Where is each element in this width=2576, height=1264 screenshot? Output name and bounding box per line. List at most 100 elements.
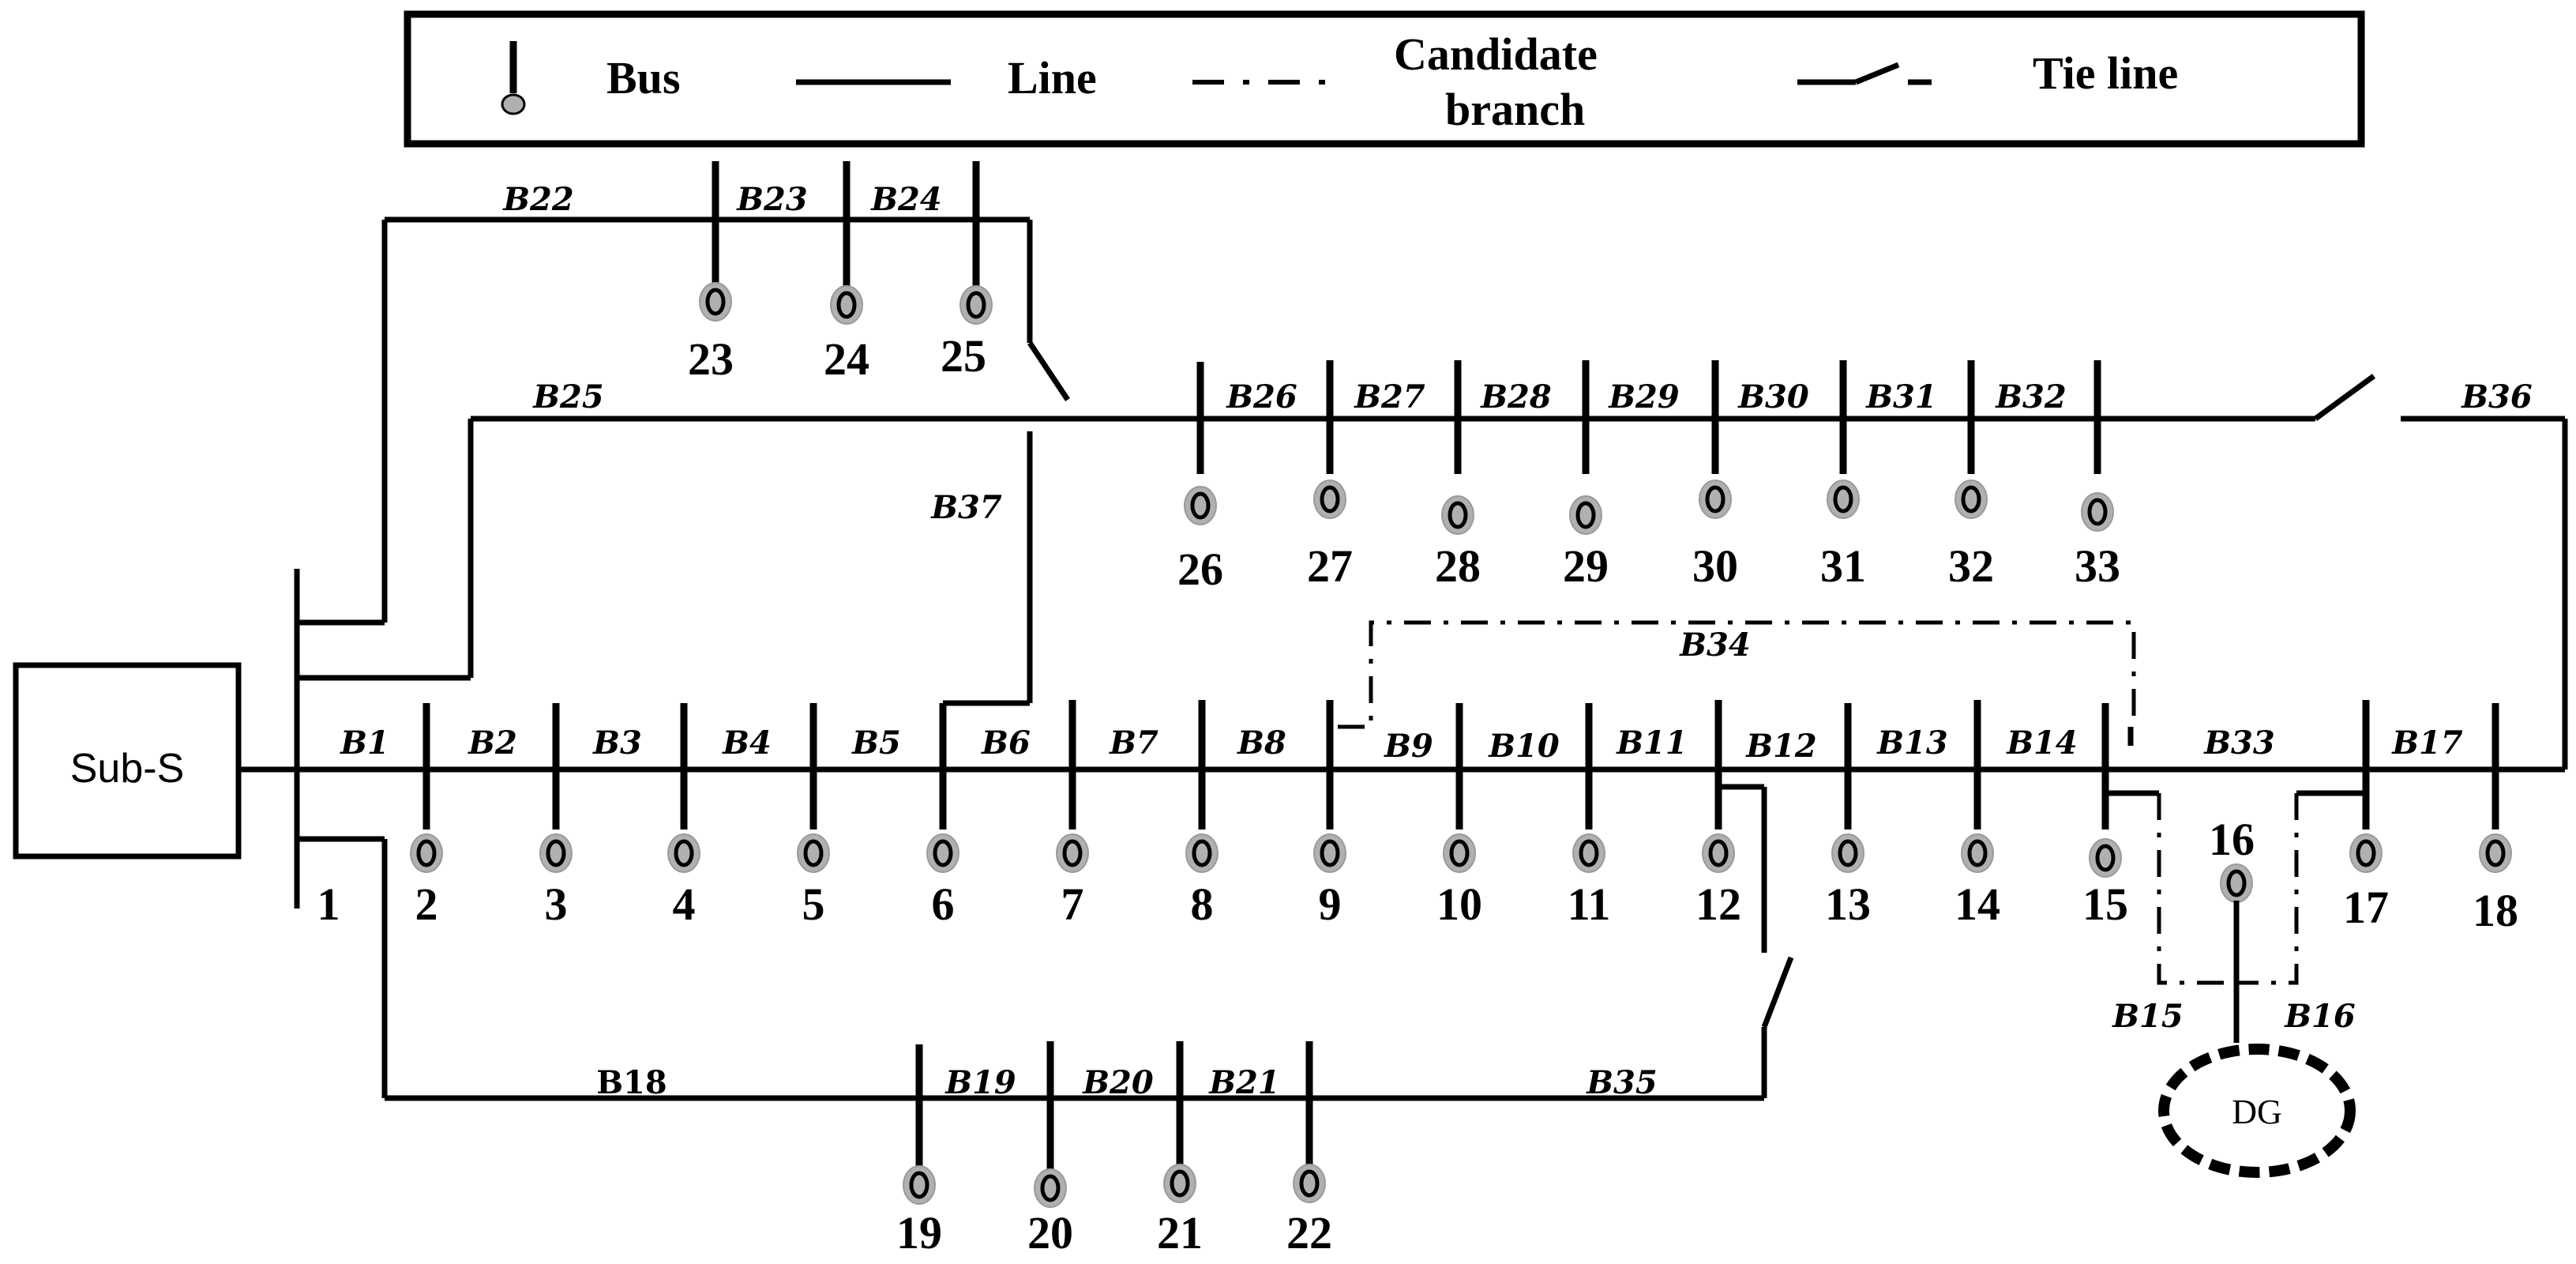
bus-label-21: 21 — [1157, 1207, 1203, 1258]
legend-tie-line-symbol — [1797, 62, 1932, 85]
bus-label-6: 6 — [932, 878, 955, 930]
bus-30: 30 — [1692, 360, 1738, 592]
bus-node-ring-21 — [1170, 1169, 1190, 1198]
bus-31: 31 — [1820, 360, 1866, 592]
bus-node-ring-5 — [803, 839, 824, 867]
bus-10: 10 — [1436, 703, 1482, 930]
bus-node-ring-14 — [1967, 839, 1988, 867]
bus-14: 14 — [1955, 700, 2000, 930]
bus-node-ring-2 — [416, 839, 437, 867]
bus-node-4 — [667, 833, 700, 873]
branch-label-b23: B23 — [736, 181, 807, 218]
bus-node-ring-18 — [2485, 839, 2506, 867]
bus-label-30: 30 — [1692, 540, 1738, 592]
bus-label-4: 4 — [673, 878, 696, 930]
bus-node-30 — [1699, 480, 1732, 519]
bus-11: 11 — [1568, 703, 1610, 930]
branch-label-b31: B31 — [1865, 378, 1936, 416]
bus-label-23: 23 — [688, 333, 734, 385]
bus-node-ring-20 — [1040, 1174, 1061, 1202]
bus-label-25: 25 — [941, 330, 986, 382]
bus-node-ring-15 — [2095, 844, 2116, 872]
bus-29: 29 — [1563, 360, 1609, 592]
bus-6: 6 — [926, 703, 959, 930]
branch-label-b35: B35 — [1586, 1064, 1657, 1101]
tie-switch-b36 — [2313, 374, 2376, 421]
branch-label-b15: B15 — [2112, 998, 2183, 1035]
bus-node-22 — [1293, 1164, 1326, 1203]
bus-node-32 — [1955, 480, 1988, 519]
bus-26: 26 — [1177, 362, 1223, 595]
bus-label-1: 1 — [317, 878, 340, 930]
bus-node-8 — [1185, 833, 1219, 873]
legend-tie-line-label: Tie line — [2033, 47, 2178, 99]
bus-label-24: 24 — [824, 333, 869, 385]
bus-node-31 — [1827, 480, 1860, 519]
dg-circle — [2158, 1044, 2356, 1178]
branch-label-b30: B30 — [1737, 378, 1809, 416]
branch-label-b3: B3 — [592, 724, 642, 762]
legend: Bus Line Candidate branch Tie line — [404, 10, 2365, 148]
bus-node-33 — [2081, 492, 2114, 532]
bus-node-ring-19 — [909, 1171, 929, 1199]
bus-label-19: 19 — [896, 1207, 942, 1258]
bus-3: 3 — [539, 703, 573, 930]
branch-label-b10: B10 — [1488, 728, 1560, 765]
bus-22: 22 — [1286, 1041, 1332, 1258]
bus-node-ring-23 — [705, 288, 726, 316]
bus-label-10: 10 — [1436, 878, 1482, 930]
branch-label-b33: B33 — [2203, 724, 2274, 762]
bus-node-2 — [410, 833, 443, 873]
bus-label-9: 9 — [1319, 878, 1342, 930]
bus-node-12 — [1702, 833, 1735, 873]
bus-node-ring-16 — [2226, 869, 2247, 897]
substation-box — [13, 662, 242, 860]
branch-label-b4: B4 — [722, 724, 772, 762]
bus-18: 18 — [2473, 703, 2518, 936]
branch-label-b21: B21 — [1208, 1064, 1279, 1101]
bus-node-ring-17 — [2356, 839, 2376, 867]
bus-15: 15 — [2082, 703, 2128, 930]
bus-19: 19 — [896, 1044, 942, 1258]
bus-node-3 — [539, 833, 573, 873]
branch-label-b37: B37 — [930, 489, 1002, 526]
bus-28: 28 — [1435, 360, 1481, 592]
bus-label-15: 15 — [2082, 878, 2128, 930]
branch-label-b13: B13 — [1876, 724, 1947, 762]
bus-24: 24 — [824, 161, 869, 385]
bus-8: 8 — [1185, 700, 1219, 930]
bus-label-8: 8 — [1191, 878, 1214, 930]
bus-label-2: 2 — [415, 878, 438, 930]
bus-node-ring-11 — [1579, 839, 1599, 867]
bus-label-5: 5 — [802, 878, 825, 930]
bus-node-ring-10 — [1449, 839, 1470, 867]
bus-label-27: 27 — [1307, 540, 1353, 592]
branch-label-b19: B19 — [944, 1064, 1016, 1101]
bus-32: 32 — [1948, 360, 1994, 592]
candidate-branch-b16 — [2236, 793, 2299, 985]
bus-node-21 — [1163, 1164, 1196, 1203]
branch-label-b36: B36 — [2461, 378, 2532, 416]
bus-node-ring-31 — [1833, 485, 1853, 514]
bus-label-26: 26 — [1177, 544, 1223, 595]
branch-label-b29: B29 — [1608, 378, 1679, 416]
bus-20: 20 — [1027, 1041, 1073, 1258]
bus-node-ring-12 — [1708, 839, 1729, 867]
bus-label-20: 20 — [1027, 1207, 1073, 1258]
substation-label: Sub-S — [70, 746, 185, 792]
bus-label-7: 7 — [1061, 878, 1084, 930]
bus-label-32: 32 — [1948, 540, 1994, 592]
branch-label-b27: B27 — [1354, 378, 1425, 416]
bus-label-18: 18 — [2473, 885, 2518, 936]
bus-node-ring-30 — [1705, 485, 1725, 514]
bus-node-13 — [1831, 833, 1864, 873]
branch-label-b26: B26 — [1226, 378, 1297, 416]
bus-node-15 — [2089, 838, 2122, 878]
distributed-generator: DG — [2158, 1044, 2356, 1178]
bus-node-10 — [1443, 833, 1476, 873]
bus-7: 7 — [1056, 700, 1089, 930]
bus-node-20 — [1034, 1168, 1067, 1208]
feeder-lines — [294, 216, 2568, 1101]
